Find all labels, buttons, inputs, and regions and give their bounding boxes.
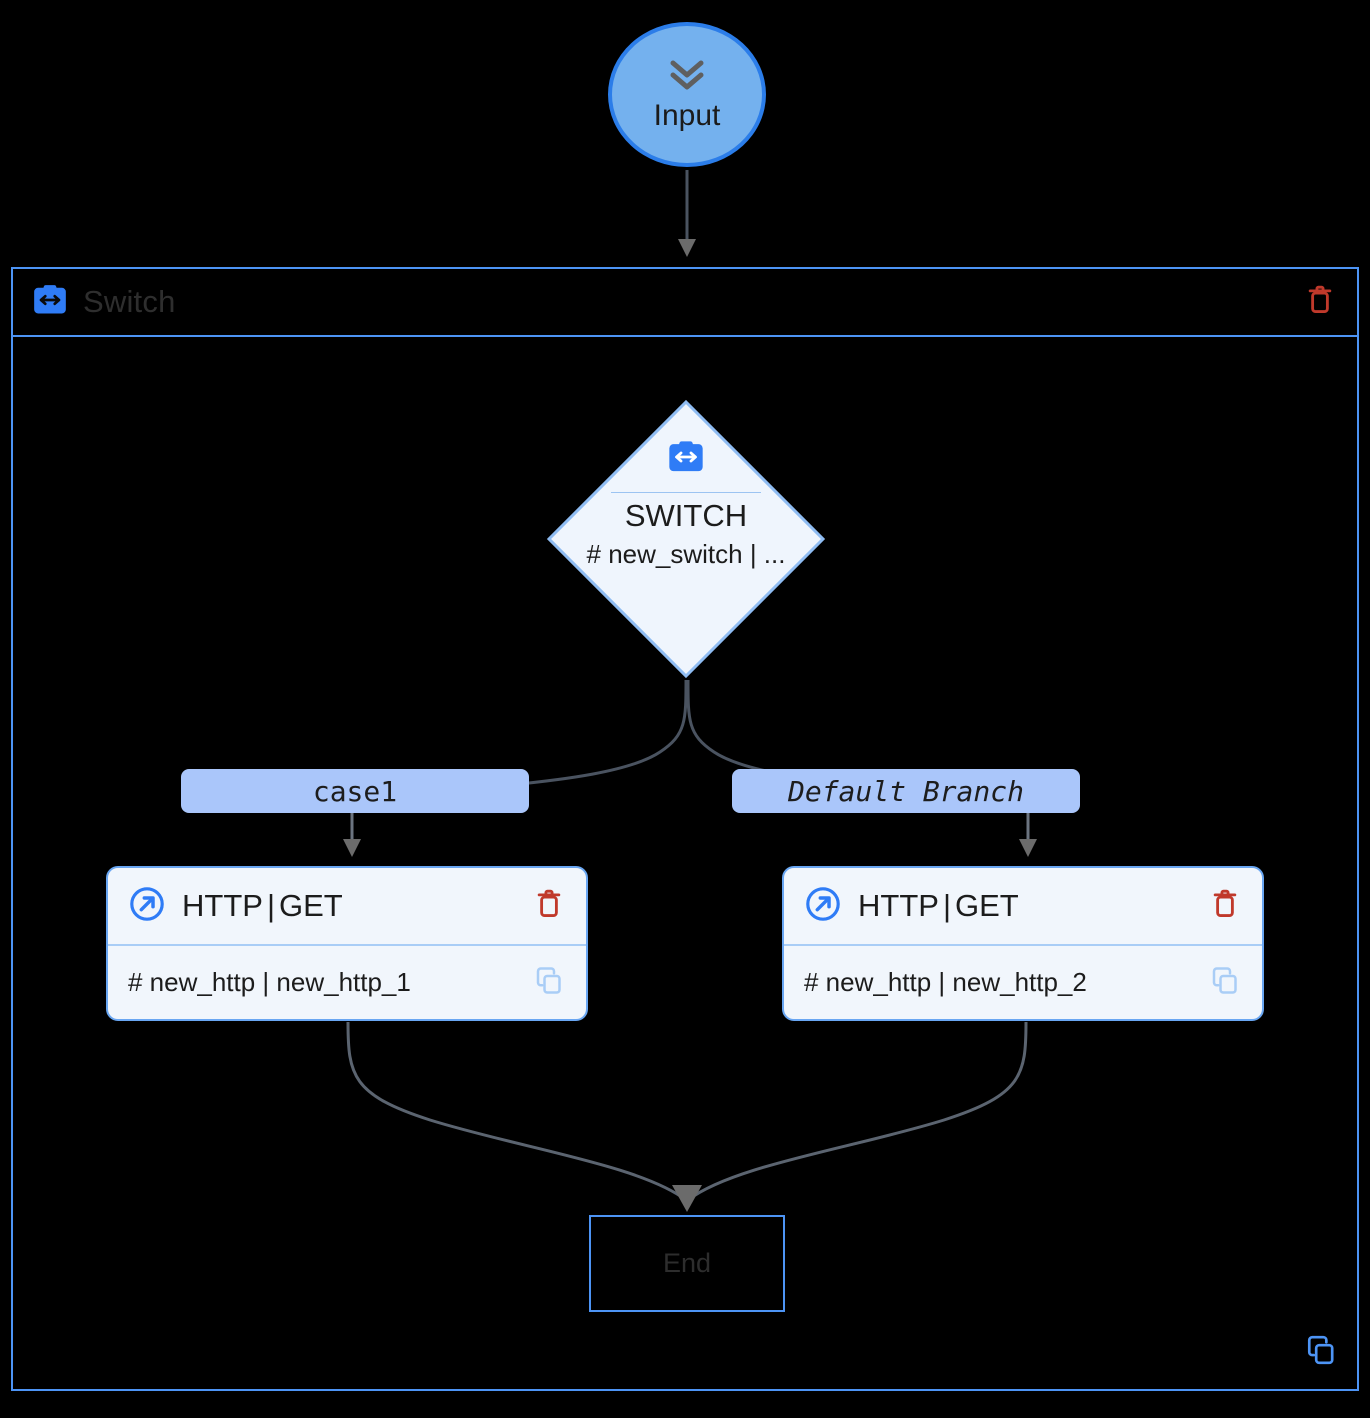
http-node-2-separator: | [942,888,951,923]
http-node-2-body: # new_http | new_http_2 [784,946,1262,1019]
http-node-1-title: HTTP|GET [182,888,343,924]
http-node-2-header: HTTP|GET [784,868,1262,946]
http-node-2[interactable]: HTTP|GET # new_http | new_http_2 [782,866,1264,1021]
end-node-label: End [662,1248,712,1278]
end-node[interactable]: End [589,1215,785,1312]
switch-node[interactable]: SWITCH # new_switch | ... [546,399,826,679]
switch-node-shape [546,399,826,679]
trash-icon[interactable] [1305,284,1335,321]
branch-label-case1-text: case1 [312,774,398,808]
switch-node-title: SWITCH [624,498,748,533]
external-link-circle-icon [804,885,842,928]
http-node-2-subtitle: # new_http | new_http_2 [804,967,1087,997]
http-node-1-subtitle: # new_http | new_http_1 [128,967,411,997]
http-node-1[interactable]: HTTP|GET # new_http | new_http_1 [106,866,588,1021]
trash-icon[interactable] [534,888,564,925]
copy-icon[interactable] [1210,965,1240,1000]
external-link-circle-icon [128,885,166,928]
http-node-1-separator: | [266,888,275,923]
trash-icon[interactable] [1210,888,1240,925]
switch-node-subtitle: # new_switch | ... [586,539,786,569]
http-node-2-method: HTTP [858,888,939,923]
branch-label-case1[interactable]: case1 [181,769,529,813]
switch-container[interactable]: Switch [11,267,1359,1391]
branch-label-default-text: Default Branch [787,774,1024,808]
input-node-label: Input [653,99,721,132]
copy-icon[interactable] [534,965,564,1000]
switch-icon [666,437,706,482]
http-node-2-verb: GET [955,888,1019,923]
http-node-1-method: HTTP [182,888,263,923]
switch-node-divider [611,492,761,493]
switch-container-header: Switch [13,269,1357,337]
chevrons-down-icon [666,58,708,97]
http-node-1-header: HTTP|GET [108,868,586,946]
branch-label-default[interactable]: Default Branch [732,769,1080,813]
http-node-2-title: HTTP|GET [858,888,1019,924]
http-node-1-verb: GET [279,888,343,923]
http-node-1-body: # new_http | new_http_1 [108,946,586,1019]
input-node[interactable]: Input [608,22,766,167]
switch-container-title: Switch [83,284,176,319]
switch-icon [31,281,69,324]
copy-icon[interactable] [1305,1334,1337,1371]
